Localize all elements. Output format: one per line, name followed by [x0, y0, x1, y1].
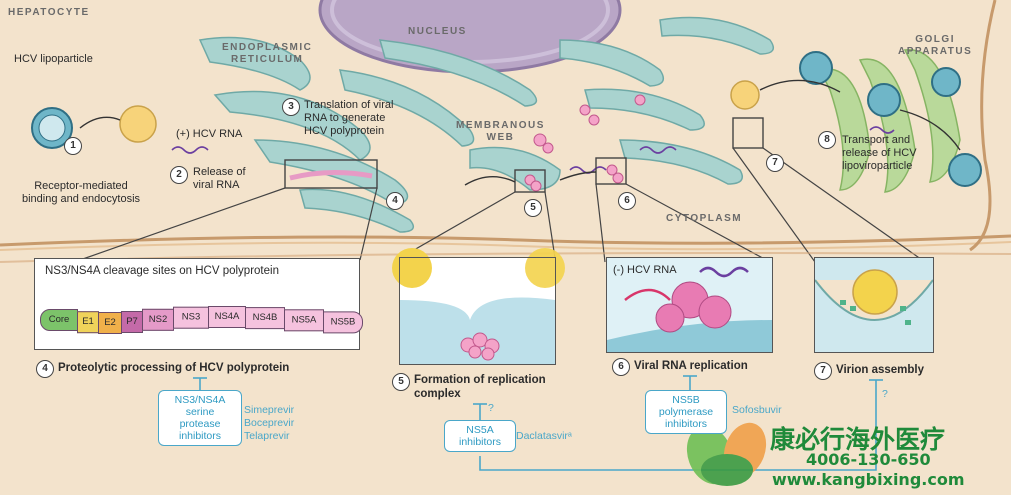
virion-assembly-panel	[814, 257, 934, 353]
step-7-number: 7	[766, 154, 784, 172]
membranous-web-label: MEMBRANOUS WEB	[456, 120, 545, 144]
step-5-number: 5	[524, 199, 542, 217]
step-6-number: 6	[618, 192, 636, 210]
ns3-inhibitor-box: NS3/NS4A serine protease inhibitors	[158, 390, 242, 446]
polyprotein-segment-p7: P7	[121, 311, 143, 333]
step-1-number: 1	[64, 137, 82, 155]
step-4-number: 4	[386, 192, 404, 210]
replication-complex-panel	[399, 257, 556, 365]
step-6-caption-number: 6	[612, 358, 630, 376]
rna-replication-panel: (-) HCV RNA	[606, 257, 773, 353]
polyprotein-segment-ns5a: NS5A	[284, 309, 324, 331]
polyprotein-segment-e1: E1	[77, 311, 99, 333]
er-label: ENDOPLASMIC RETICULUM	[222, 42, 312, 66]
polyprotein-segment-ns4a: NS4A	[208, 306, 246, 328]
step-1-text: Receptor-mediated binding and endocytosi…	[22, 180, 140, 206]
assembly-question-mark: ?	[882, 388, 888, 401]
polyprotein-segment-ns3: NS3	[173, 307, 209, 329]
watermark-url: www.kangbixing.com	[772, 470, 965, 489]
polyprotein-panel: NS3/NS4A cleavage sites on HCV polyprote…	[34, 258, 360, 350]
step-4-caption-number: 4	[36, 360, 54, 378]
step-8-number: 8	[818, 131, 836, 149]
step-7-caption: Virion assembly	[836, 363, 924, 377]
hcv-rna-label: (+) HCV RNA	[176, 128, 242, 141]
neg-rna-label: (-) HCV RNA	[613, 264, 677, 277]
step-6-caption: Viral RNA replication	[634, 359, 748, 373]
step-4-caption: Proteolytic processing of HCV polyprotei…	[58, 361, 289, 375]
step-2-text: Release of viral RNA	[193, 166, 246, 192]
cytoplasm-label: CYTOPLASM	[666, 213, 742, 224]
hcv-lipoparticle-label: HCV lipoparticle	[14, 53, 93, 66]
step-5-caption-number: 5	[392, 373, 410, 391]
step-3-number: 3	[282, 98, 300, 116]
hepatocyte-label: HEPATOCYTE	[8, 7, 90, 18]
polyprotein-segment-ns2: NS2	[142, 309, 174, 331]
ns5b-inhibitor-box: NS5B polymerase inhibitors	[645, 390, 727, 434]
step-2-number: 2	[170, 166, 188, 184]
polyprotein-title: NS3/NS4A cleavage sites on HCV polyprote…	[45, 265, 279, 278]
ns5a-question-mark: ?	[488, 402, 494, 415]
ns3-drug-names: Simeprevir Boceprevir Telaprevir	[244, 404, 294, 443]
step-8-text: Transport and release of HCV lipoviropar…	[842, 134, 917, 173]
step-5-caption: Formation of replication complex	[414, 373, 546, 401]
golgi-label: GOLGI APPARATUS	[898, 34, 972, 58]
ns5a-inhibitor-box: NS5A inhibitors	[444, 420, 516, 452]
step-3-text: Translation of viral RNA to generate HCV…	[304, 99, 393, 138]
ns5a-drug-names: Daclatasvirᵃ	[516, 430, 572, 443]
polyprotein-segment-ns4b: NS4B	[245, 307, 285, 329]
step-7-caption-number: 7	[814, 362, 832, 380]
polyprotein-segment-core: Core	[40, 309, 78, 331]
polyprotein-segment-e2: E2	[98, 312, 122, 334]
nucleus-label: NUCLEUS	[408, 26, 467, 37]
watermark-phone: 4006-130-650	[806, 450, 931, 469]
ns5b-drug-names: Sofosbuvir	[732, 404, 782, 417]
polyprotein-segment-ns5b: NS5B	[323, 311, 363, 333]
